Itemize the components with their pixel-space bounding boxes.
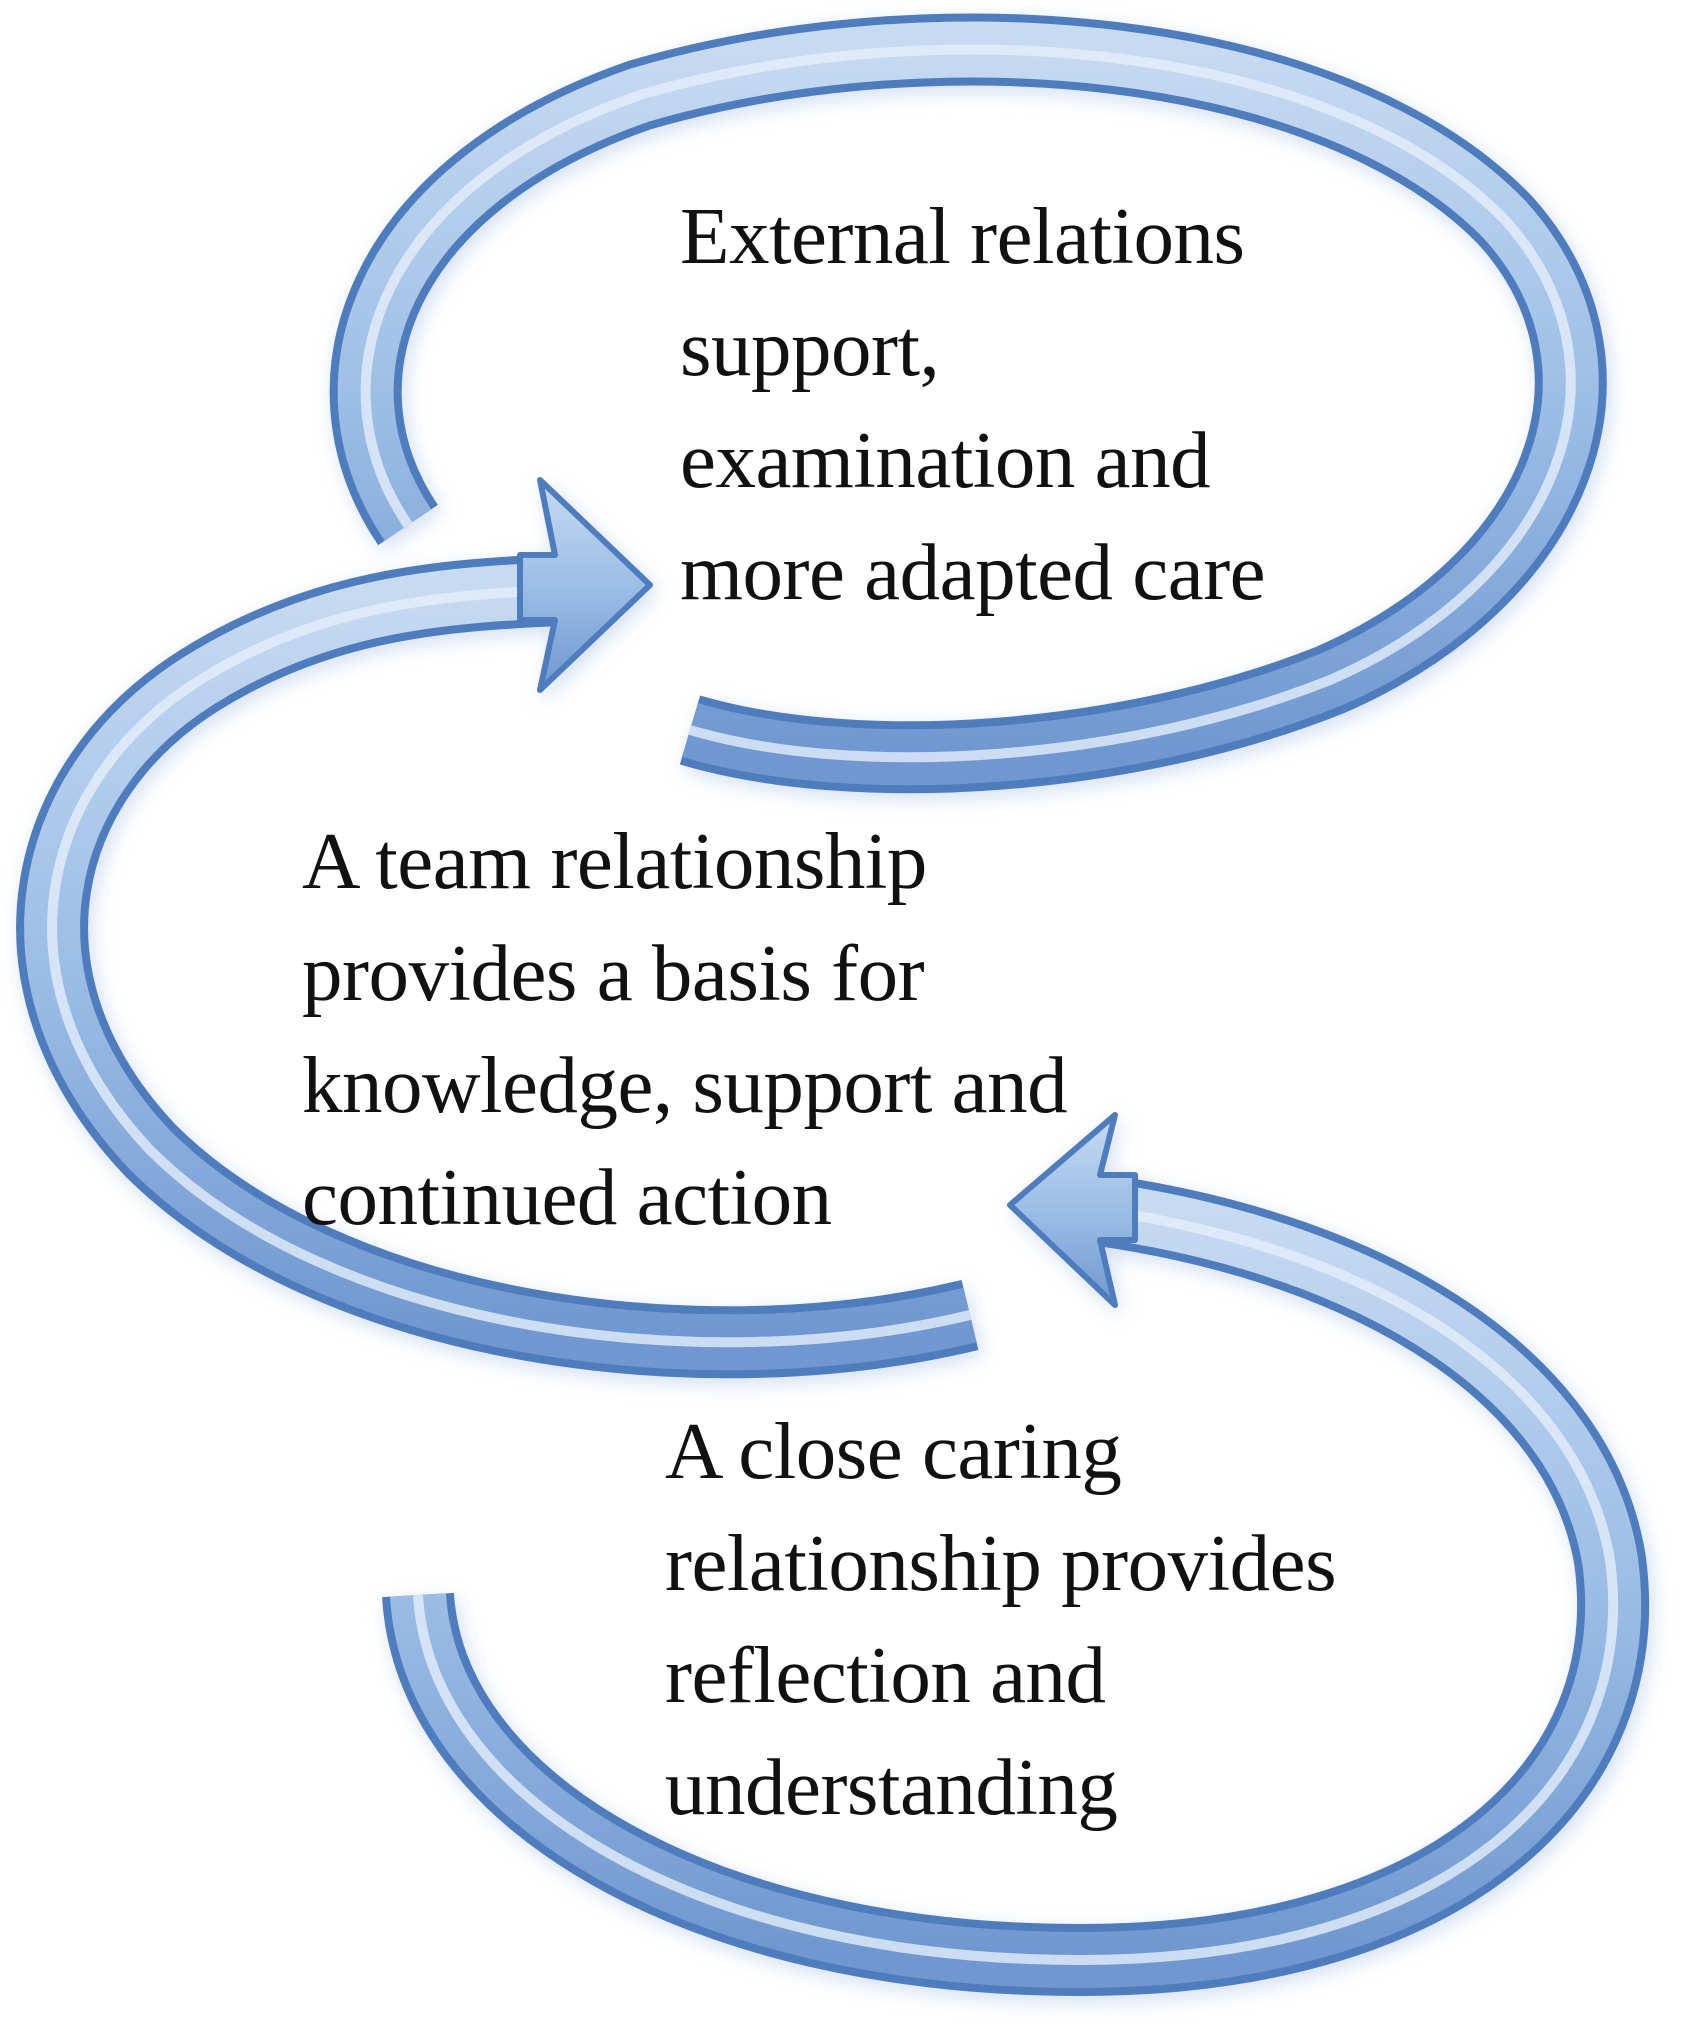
label-line: relationship provides: [665, 1518, 1337, 1608]
team-relationship-label: A team relationship provides a basis for…: [302, 805, 1068, 1253]
loop-arrow-team: [16, 477, 979, 1379]
external-relations-label: External relations support, examination …: [680, 180, 1266, 628]
loop-arrow-close: [382, 1112, 1650, 1997]
arrowhead-team-icon: [517, 477, 653, 693]
arrowhead-close-icon: [1007, 1112, 1138, 1308]
label-line: examination and: [680, 415, 1211, 505]
label-line: External relations: [680, 191, 1245, 281]
loop-arrow-external: [329, 13, 1607, 794]
label-line: A team relationship: [302, 816, 927, 906]
label-line: continued action: [302, 1152, 832, 1242]
label-line: support,: [680, 303, 940, 393]
label-line: provides a basis for: [302, 928, 925, 1018]
label-line: understanding: [665, 1742, 1118, 1832]
label-line: A close caring: [665, 1406, 1122, 1496]
label-line: knowledge, support and: [302, 1040, 1068, 1130]
label-line: more adapted care: [680, 527, 1266, 617]
label-line: reflection and: [665, 1630, 1106, 1720]
close-caring-relationship-label: A close caring relationship provides ref…: [665, 1395, 1337, 1843]
